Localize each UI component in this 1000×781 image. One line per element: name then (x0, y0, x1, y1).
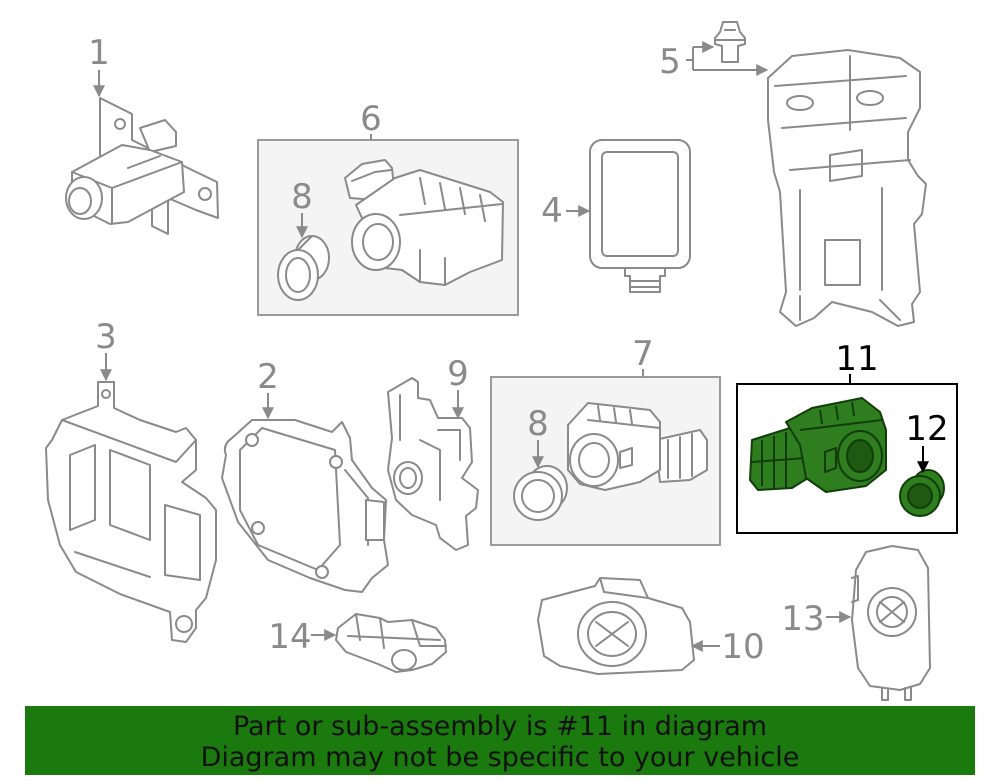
callout-12: 12 (905, 409, 948, 449)
leader-5-bracket (686, 47, 694, 70)
callout-3: 3 (95, 317, 117, 357)
part-1-camera-assembly (65, 97, 219, 235)
callout-2: 2 (257, 357, 279, 397)
part-9-sensor-bracket (387, 377, 479, 551)
part-5-mounting-bracket (767, 49, 927, 327)
callout-7: 7 (632, 334, 654, 374)
banner-line-1: Part or sub-assembly is #11 in diagram (233, 711, 767, 742)
part-10-sensor-bezel (537, 577, 695, 675)
banner-line-2: Diagram may not be specific to your vehi… (201, 742, 800, 773)
callout-9: 9 (447, 354, 469, 394)
banner-background (25, 706, 975, 775)
callout-6: 6 (360, 99, 382, 139)
callout-10: 10 (721, 627, 764, 667)
part-7-parking-sensor (567, 402, 708, 491)
callout-4: 4 (541, 191, 563, 231)
notice-banner: Part or sub-assembly is #11 in diagram D… (25, 706, 975, 775)
part-4-rain-sensor (589, 139, 691, 293)
part-11-parking-sensor-highlighted (749, 397, 887, 493)
part-3-frame-bracket (45, 381, 217, 643)
callout-8-group-6: 8 (291, 177, 313, 217)
callout-14: 14 (268, 617, 311, 657)
part-8-sensor-ring (513, 465, 568, 521)
callout-13: 13 (781, 599, 824, 639)
part-12-sensor-ring-highlighted (899, 469, 945, 517)
part-5-push-clip (714, 21, 746, 63)
part-8-sensor-ring (277, 235, 330, 301)
callout-11: 11 (835, 339, 878, 379)
part-2-control-module (221, 419, 389, 593)
part-13-sensor-bezel (851, 545, 931, 701)
callout-5: 5 (659, 42, 681, 82)
part-14-small-sensor (335, 613, 447, 673)
callout-1: 1 (88, 33, 110, 73)
part-6-parking-sensor (344, 159, 504, 286)
callout-8-group-7: 8 (527, 404, 549, 444)
